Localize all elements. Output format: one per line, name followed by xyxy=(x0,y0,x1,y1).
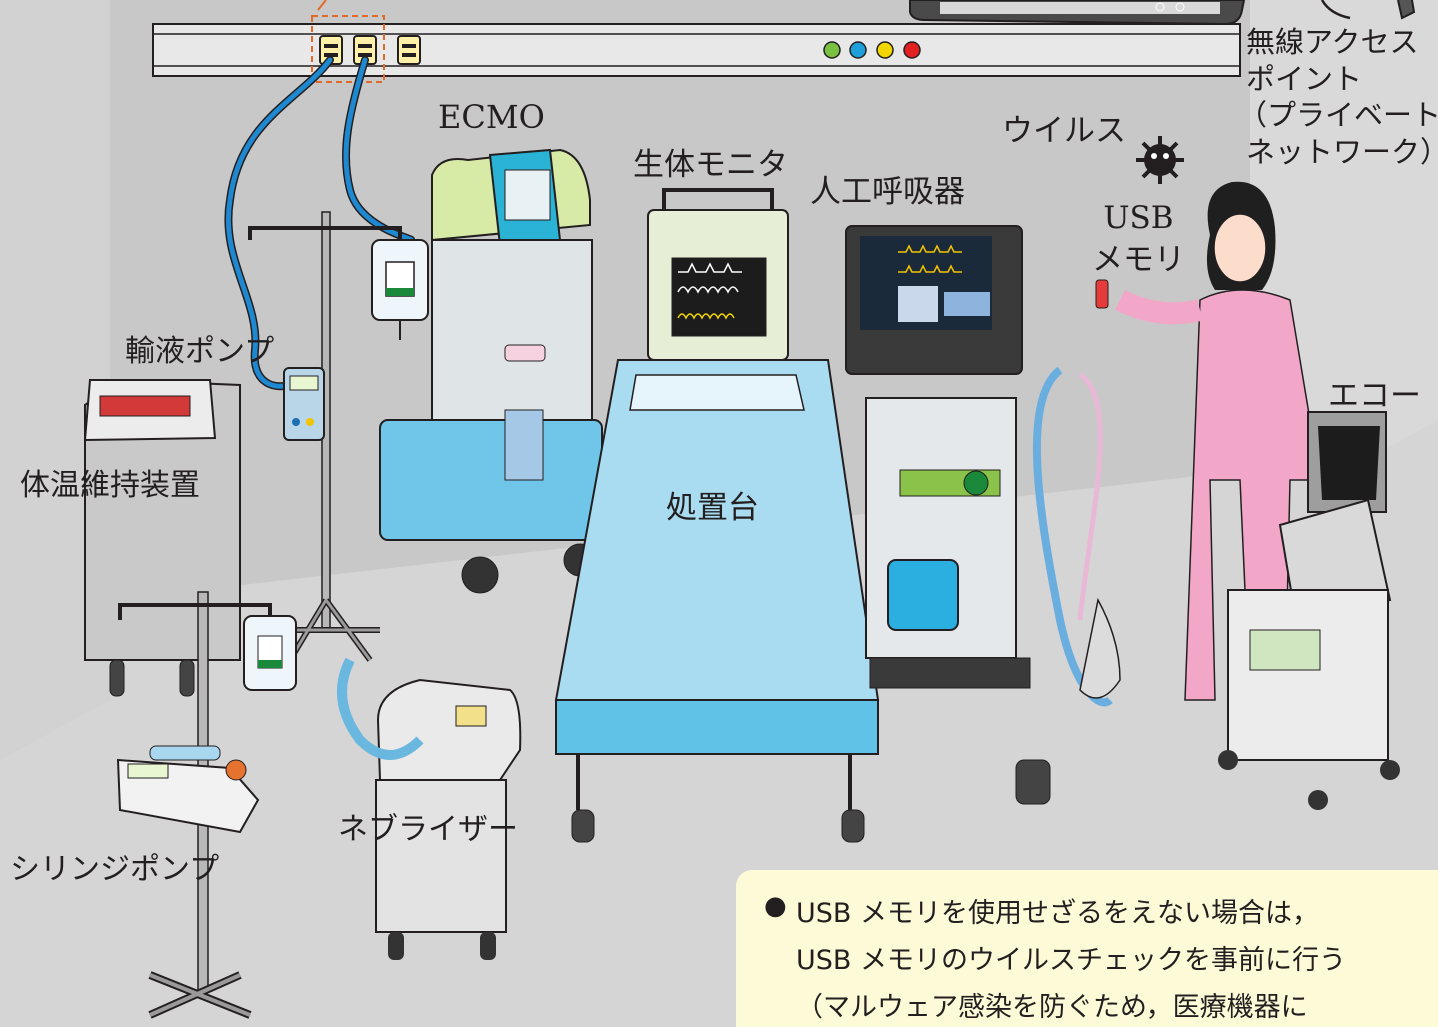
ventilator-label: 人工呼吸器 xyxy=(810,174,965,210)
syringe-pump-label: シリンジポンプ xyxy=(10,852,220,887)
status-dots xyxy=(823,41,921,59)
usb-port-icon xyxy=(397,35,421,65)
ventilator xyxy=(845,225,1051,805)
virus-icon xyxy=(1136,136,1184,184)
bio-monitor-label: 生体モニタ xyxy=(633,147,788,183)
breathing-circuit xyxy=(1032,366,1121,707)
access-point-label-line4: ネットワーク） xyxy=(1246,134,1438,169)
usb-memory-label: USB メモリ xyxy=(1092,198,1185,282)
bio-monitor xyxy=(647,188,789,361)
treatment-table xyxy=(554,359,880,843)
note-text: USB メモリを使用せざるをえない場合は， USB メモリのウイルスチェックを事… xyxy=(796,890,1438,1027)
infusion-pump xyxy=(283,367,325,441)
access-point-label-line2: ポイント xyxy=(1246,61,1363,96)
usb-memory-label-line1: USB xyxy=(1103,200,1174,236)
access-point-label-line1: 無線アクセス xyxy=(1246,25,1419,59)
ecmo-label: ECMO xyxy=(438,98,545,136)
nebulizer xyxy=(337,657,522,960)
note-box: ● USB メモリを使用せざるをえない場合は， USB メモリのウイルスチェック… xyxy=(736,870,1438,1027)
ecmo-machine xyxy=(379,148,603,594)
syringe-pump xyxy=(116,745,260,834)
access-point-label: 無線アクセス ポイント （プライベート ネットワーク） xyxy=(1238,24,1438,170)
usb-memory-label-line2: メモリ xyxy=(1092,241,1185,278)
echo-label: エコー xyxy=(1328,378,1421,414)
infusion-pump-label: 輸液ポンプ xyxy=(125,334,275,369)
note-line-1: USB メモリを使用せざるをえない場合は， xyxy=(796,898,1320,929)
body-temperature-device xyxy=(83,378,241,697)
note-line-2: USB メモリのウイルスチェックを事前に行う xyxy=(796,945,1347,976)
treatment-table-label: 処置台 xyxy=(666,490,759,526)
virus-label: ウイルス xyxy=(1002,113,1126,149)
nebulizer-label: ネブライザー xyxy=(338,812,518,847)
iv-bag xyxy=(371,239,429,340)
wifi-icon xyxy=(1320,0,1416,20)
bullet-icon: ● xyxy=(764,891,787,921)
echo-machine xyxy=(1218,411,1400,810)
access-point-label-line3: （プライベート xyxy=(1238,98,1438,133)
iv-bag xyxy=(243,615,297,691)
warming-device-label: 体温維持装置 xyxy=(20,468,200,503)
ceiling-monitor xyxy=(909,0,1246,26)
note-line-3: （マルウェア感染を防ぐため，医療機器に xyxy=(796,992,1308,1023)
